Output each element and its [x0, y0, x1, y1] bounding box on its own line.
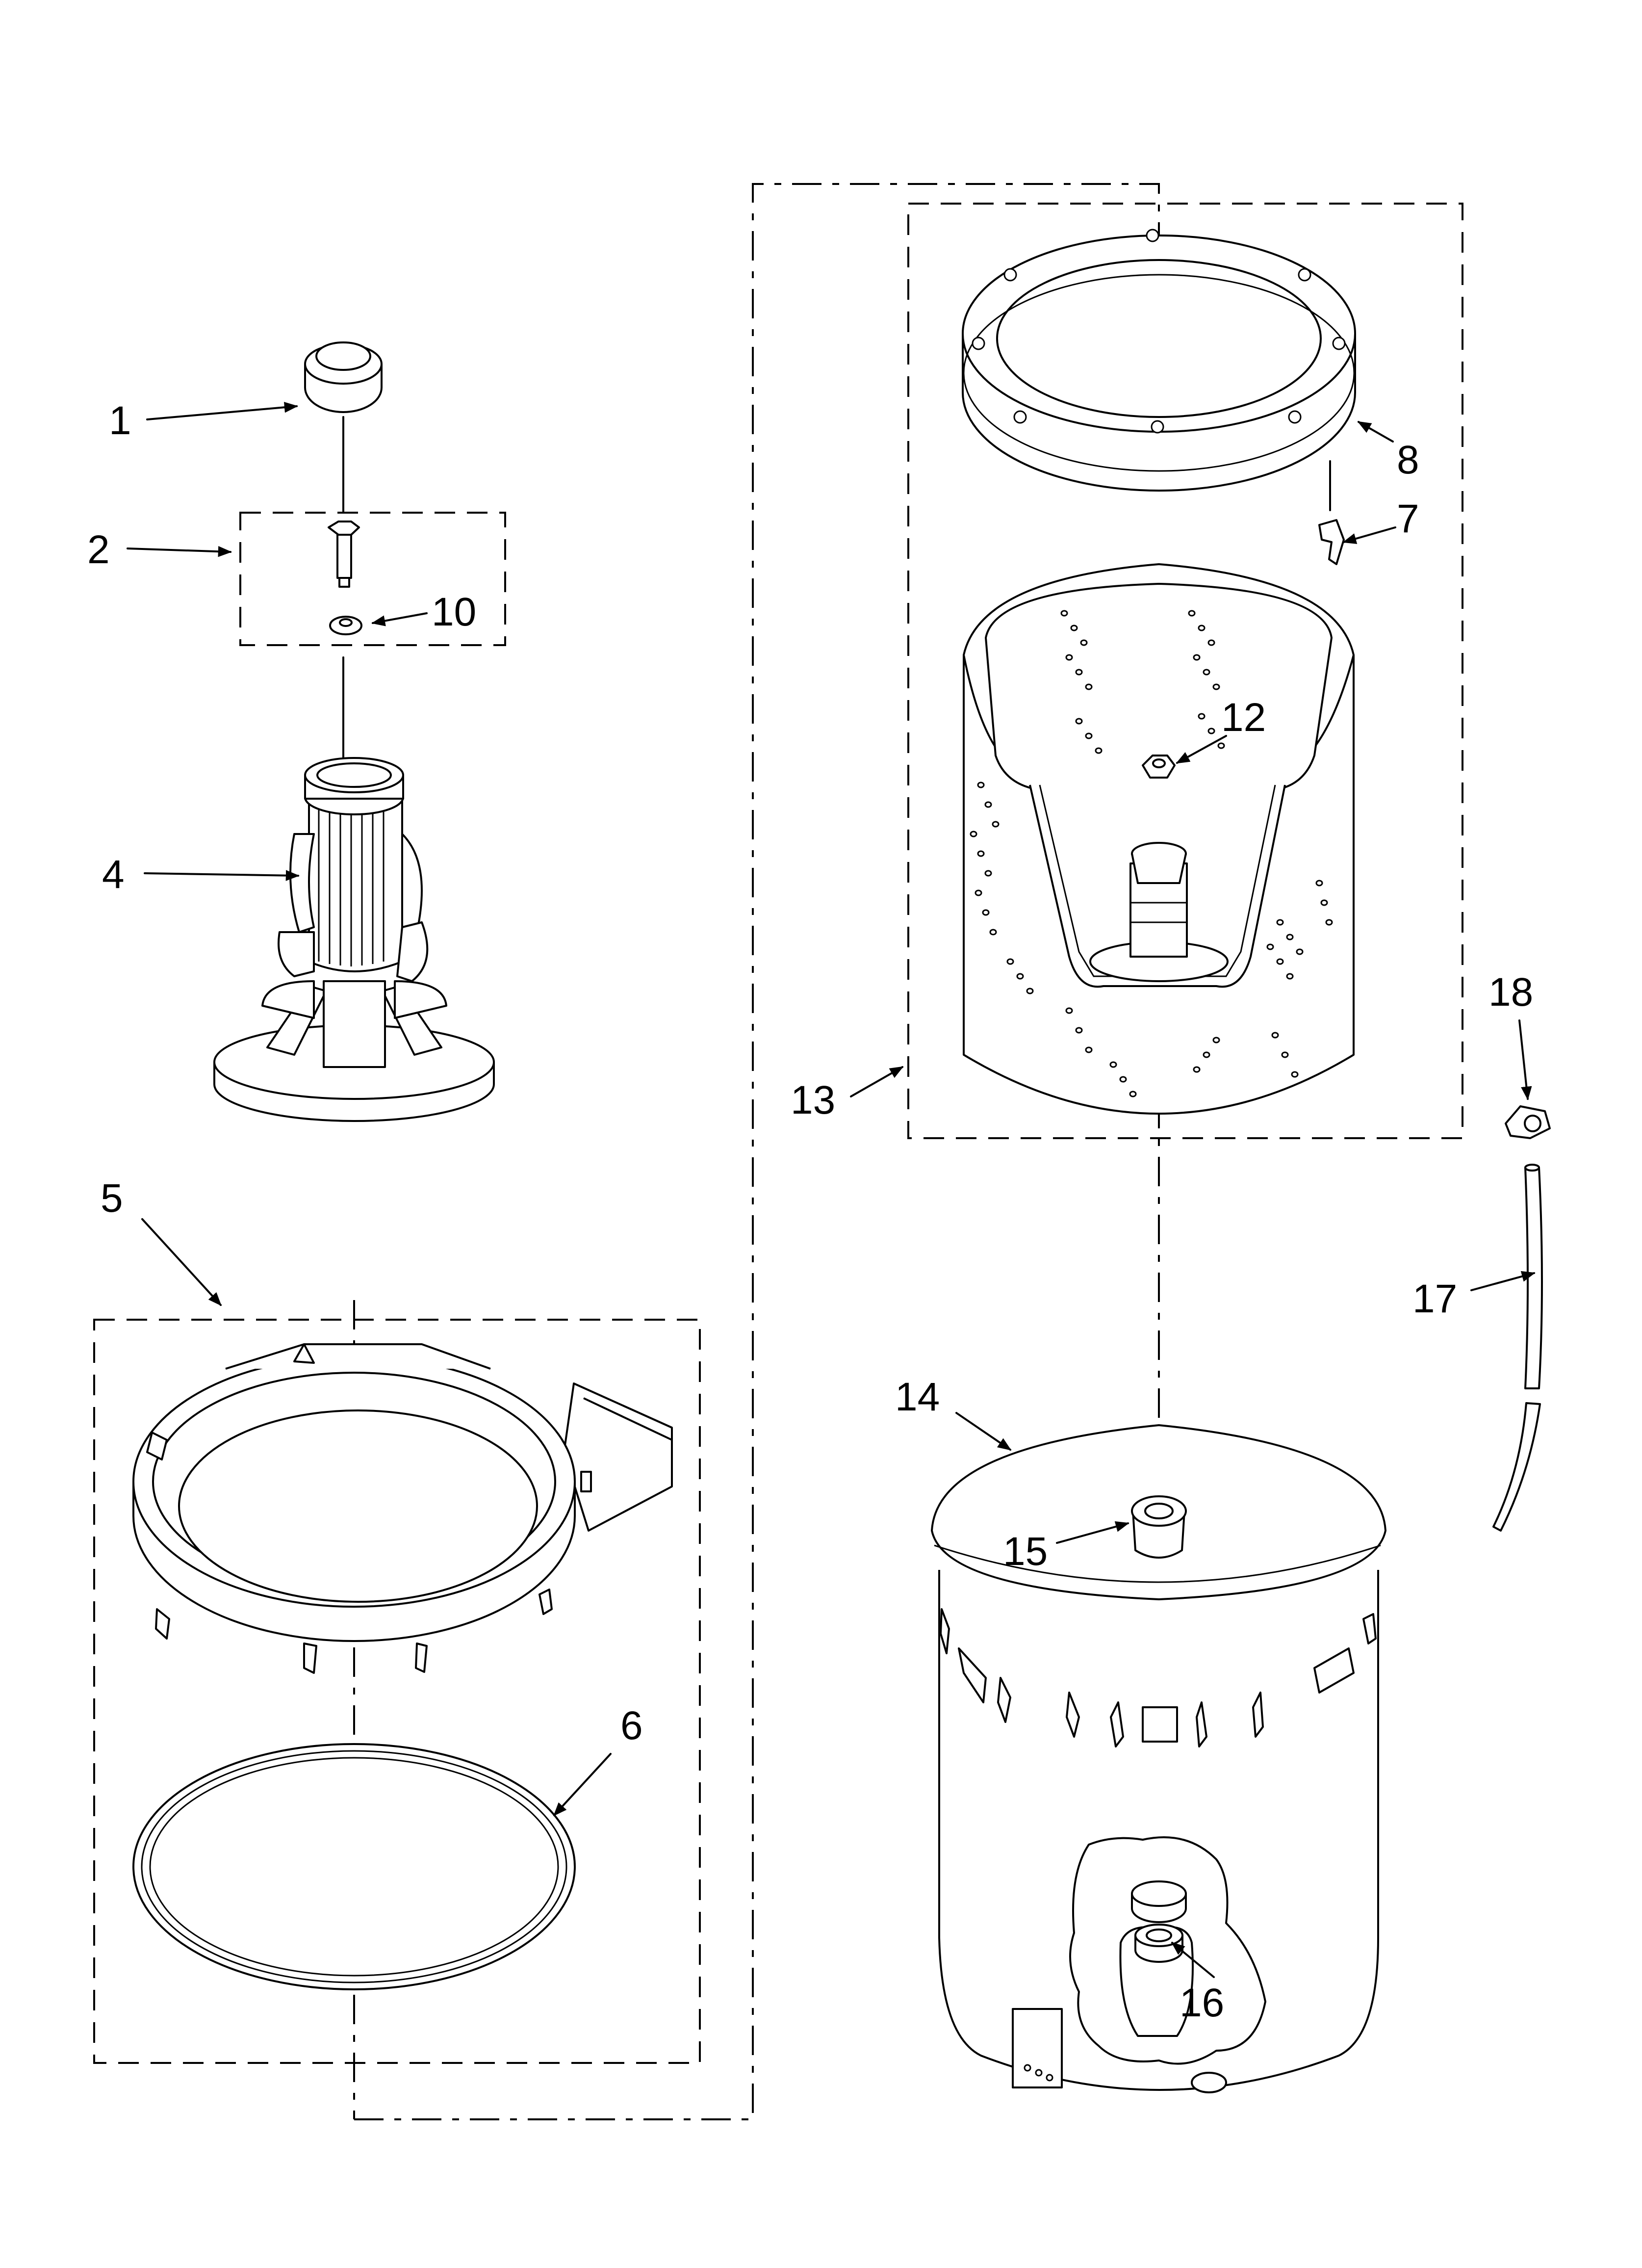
balance-ring [962, 229, 1356, 492]
callout-labels: 1 2 4 5 6 7 8 10 12 13 14 15 16 17 18 [87, 398, 1533, 2025]
callout-15: 15 [1003, 1529, 1048, 1574]
hose-clip [1505, 1105, 1551, 1139]
spin-basket [963, 563, 1355, 1115]
callout-14: 14 [895, 1375, 940, 1419]
callout-7: 7 [1397, 496, 1419, 541]
hose [1492, 1164, 1543, 1532]
callout-5: 5 [101, 1176, 123, 1221]
tub-lugs [940, 1608, 1377, 1747]
tub-hub [1131, 1495, 1187, 1559]
basket-perforations [970, 610, 1333, 1097]
tub-ring [132, 1343, 673, 1674]
leader-arrows [127, 402, 1536, 1978]
agitator-cap [304, 341, 383, 413]
clip [1318, 519, 1345, 565]
callout-8: 8 [1397, 438, 1419, 482]
washer [329, 616, 362, 635]
callout-18: 18 [1488, 970, 1533, 1015]
callout-1: 1 [109, 398, 131, 443]
callout-13: 13 [791, 1078, 835, 1122]
group-box-2 [239, 512, 506, 646]
callout-12: 12 [1221, 695, 1266, 740]
group-box-5 [93, 1319, 701, 2064]
callout-17: 17 [1412, 1277, 1457, 1321]
callout-2: 2 [87, 527, 110, 572]
basket-nut [1142, 755, 1176, 779]
callout-6: 6 [620, 1703, 643, 1748]
agitator [213, 757, 495, 1122]
agitator-bolt [328, 521, 360, 588]
callout-16: 16 [1180, 1981, 1224, 2025]
callout-4: 4 [102, 852, 125, 897]
callout-10: 10 [432, 590, 476, 634]
tub-seal [1134, 1924, 1183, 1963]
gasket [132, 1743, 576, 1990]
group-box-13 [907, 203, 1463, 1139]
